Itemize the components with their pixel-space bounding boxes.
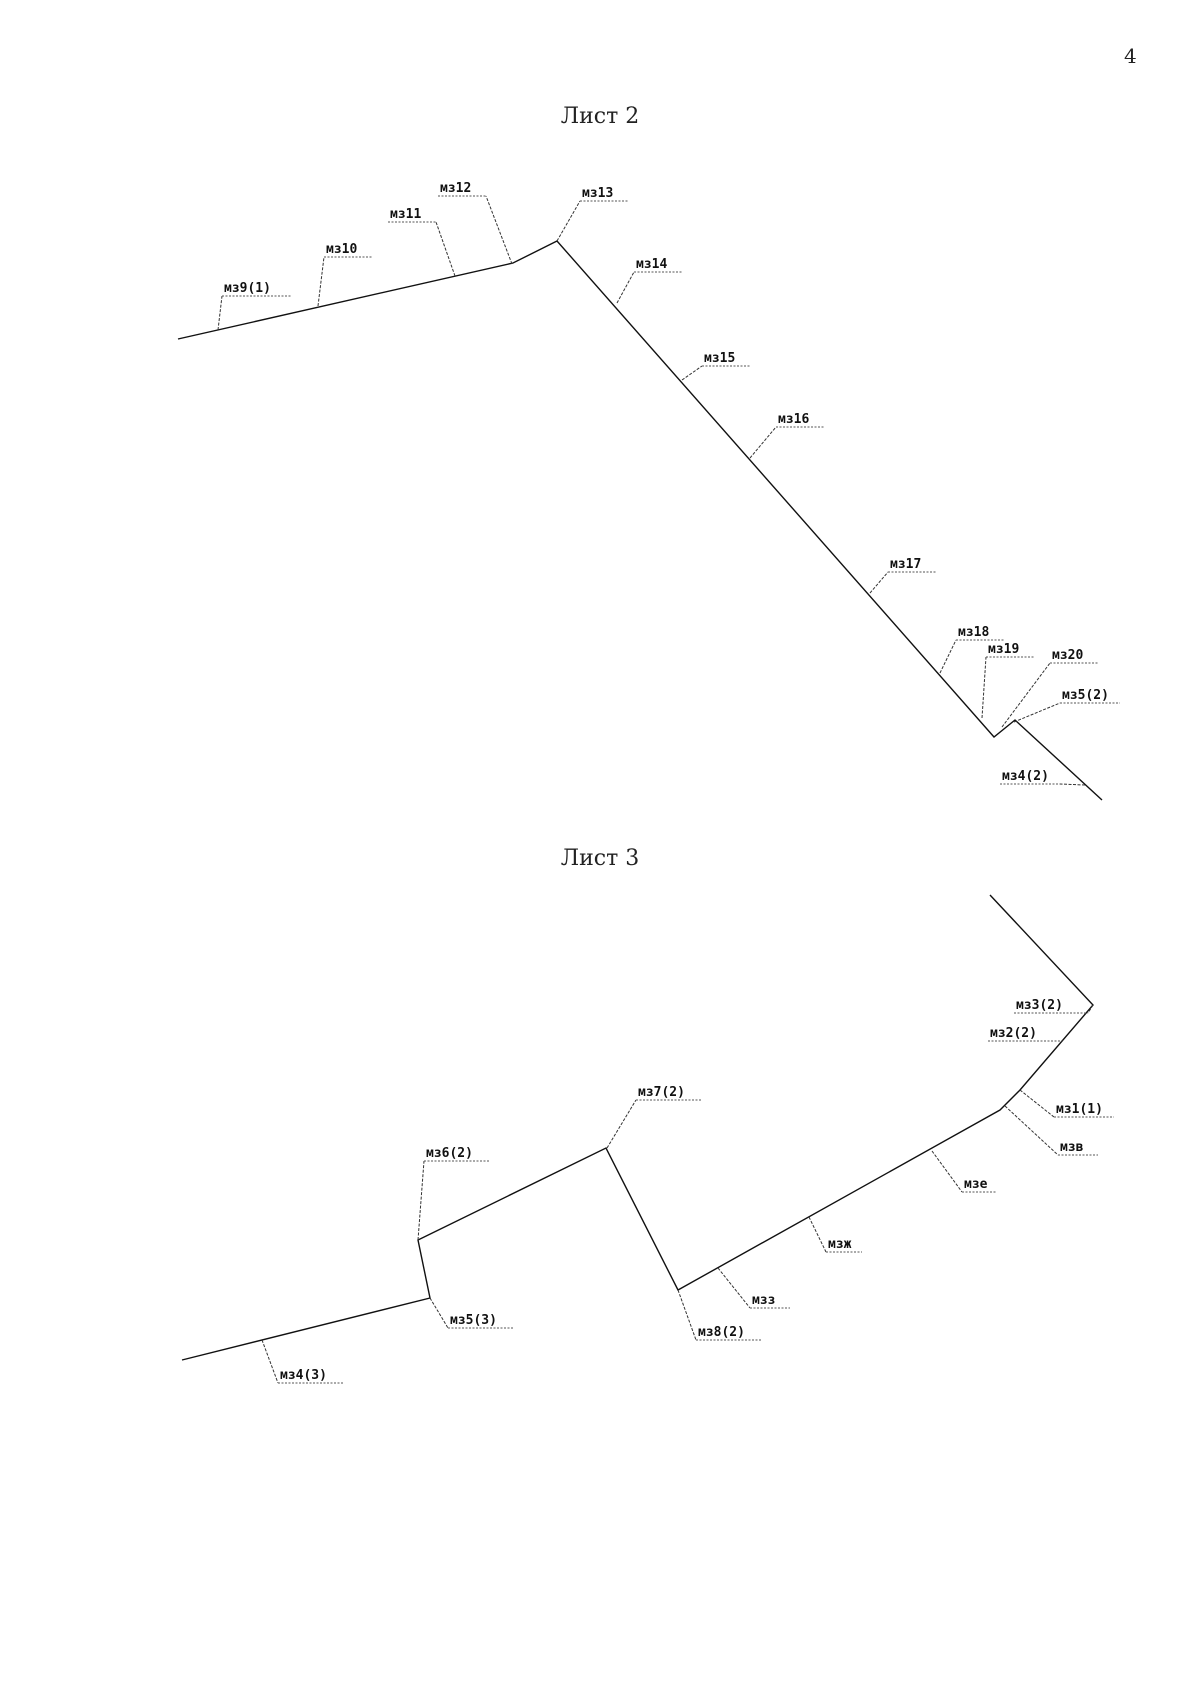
- point-label-group: мзе: [931, 1150, 996, 1193]
- point-label: мз5(3): [450, 1313, 497, 1328]
- leader-line: [435, 221, 456, 277]
- leader-line: [606, 1099, 637, 1149]
- leader-line: [1019, 1089, 1055, 1118]
- leader-line: [217, 295, 223, 331]
- point-label: мз18: [958, 625, 989, 640]
- labels-layer: мз9(1) мз10 мз11 мз12 мз13 мз14 мз15 мз16 мз17 мз…: [217, 181, 1120, 1384]
- leader-line: [317, 256, 325, 307]
- leader-line: [931, 1150, 963, 1193]
- point-label-group: мз11: [388, 207, 456, 277]
- point-label-group: мз4(2): [1000, 769, 1086, 786]
- leader-line: [616, 271, 635, 304]
- point-label-group: мз19: [981, 642, 1034, 719]
- page-number: 4: [1124, 44, 1137, 68]
- leader-line: [1059, 783, 1086, 786]
- point-label: мз3(2): [1016, 998, 1063, 1013]
- point-label: мз17: [890, 557, 921, 572]
- point-label: мз12: [440, 181, 471, 196]
- point-label-group: мзв: [1004, 1105, 1098, 1156]
- point-label-group: мз14: [616, 257, 682, 304]
- point-label-group: мзж: [808, 1216, 862, 1253]
- leader-line: [981, 656, 987, 719]
- point-label: мз2(2): [990, 1026, 1037, 1041]
- leader-line: [417, 1160, 425, 1241]
- point-label-group: мз1(1): [1019, 1089, 1114, 1118]
- point-label-group: мз12: [438, 181, 513, 265]
- point-label-group: мз2(2): [988, 1026, 1063, 1042]
- point-label: мз16: [778, 412, 809, 427]
- leader-line: [429, 1297, 449, 1329]
- point-label-group: мз18: [939, 625, 1004, 674]
- sheet-2-title: Лист 2: [560, 104, 640, 129]
- point-label: мз4(3): [280, 1368, 327, 1383]
- point-label: мз15: [704, 351, 735, 366]
- point-label-group: мз17: [869, 557, 936, 594]
- sheet-2-boundary-line: [177, 240, 1103, 801]
- point-label-group: мзз: [717, 1267, 790, 1309]
- point-label: мзв: [1060, 1140, 1084, 1155]
- point-label: мзж: [828, 1237, 852, 1252]
- point-label-group: мз3(2): [1014, 998, 1094, 1014]
- leader-line: [1004, 1105, 1059, 1156]
- point-label-group: мз10: [317, 242, 372, 307]
- point-label: мз11: [390, 207, 421, 222]
- leader-line: [681, 365, 703, 381]
- point-label: мзз: [752, 1293, 775, 1308]
- point-label-group: мз5(3): [429, 1297, 514, 1329]
- sheet-3-title: Лист 3: [560, 846, 640, 871]
- point-label-group: мз16: [749, 412, 824, 459]
- leader-line: [261, 1339, 279, 1384]
- leader-line: [556, 200, 581, 242]
- leader-line: [1087, 1004, 1094, 1014]
- leader-line: [749, 426, 777, 459]
- point-label: мз13: [582, 186, 613, 201]
- point-label-group: мз5(2): [1013, 688, 1120, 723]
- point-label-group: мз7(2): [606, 1085, 702, 1149]
- leader-line: [717, 1267, 751, 1309]
- point-label-group: мз4(3): [261, 1339, 344, 1384]
- point-label-group: мз6(2): [417, 1146, 490, 1241]
- leader-line: [869, 571, 889, 594]
- point-label: мз1(1): [1056, 1102, 1103, 1117]
- point-label-group: мз9(1): [217, 281, 292, 331]
- leader-line: [808, 1216, 827, 1253]
- point-label: мз4(2): [1002, 769, 1049, 784]
- point-label-group: мз8(2): [677, 1289, 762, 1341]
- leader-line: [485, 195, 513, 265]
- point-label: мзе: [964, 1177, 988, 1192]
- sheet-3-boundary-line: [181, 894, 1094, 1361]
- point-label: мз10: [326, 242, 357, 257]
- point-label-group: мз13: [556, 186, 628, 242]
- leader-line: [677, 1289, 697, 1341]
- point-label-group: мз20: [1001, 648, 1098, 728]
- point-label: мз7(2): [638, 1085, 685, 1100]
- point-label: мз9(1): [224, 281, 271, 296]
- point-label: мз8(2): [698, 1325, 745, 1340]
- leader-line: [1001, 662, 1051, 728]
- leader-line: [939, 639, 957, 674]
- point-label: мз20: [1052, 648, 1083, 663]
- point-label-group: мз15: [681, 351, 750, 381]
- point-label: мз6(2): [426, 1146, 473, 1161]
- point-label: мз5(2): [1062, 688, 1109, 703]
- leader-line: [1013, 702, 1061, 723]
- point-label: мз19: [988, 642, 1019, 657]
- point-label: мз14: [636, 257, 667, 272]
